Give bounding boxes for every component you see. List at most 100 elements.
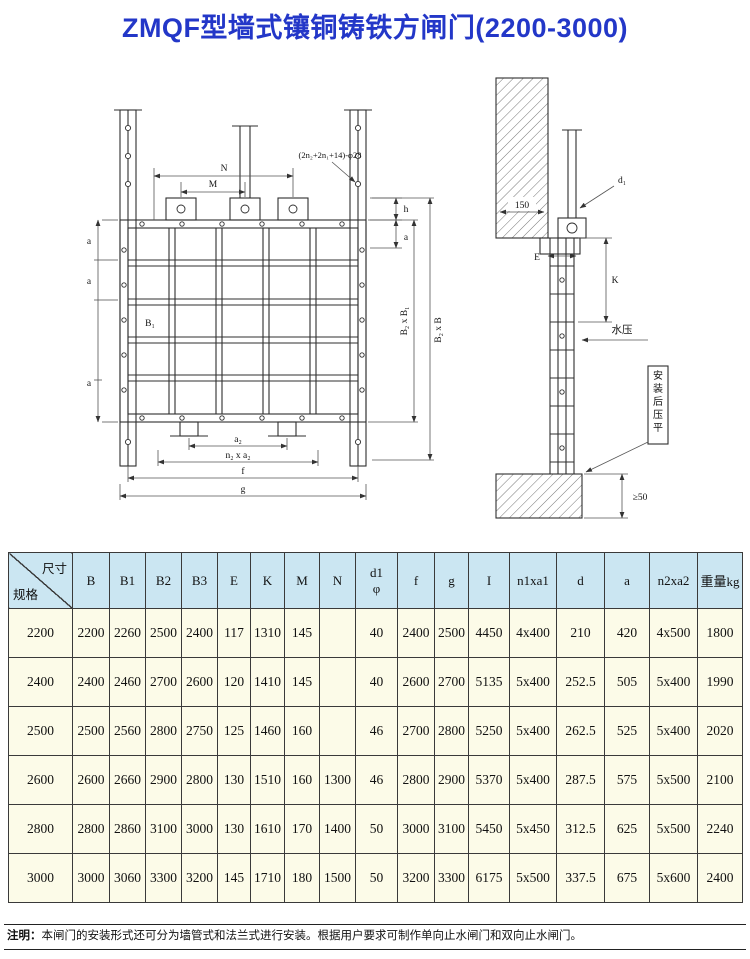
spec-cell: 2800 [72, 804, 110, 854]
spec-cell: 2860 [109, 804, 146, 854]
spec-cell: 145 [284, 608, 320, 658]
spec-cell: 145 [217, 853, 251, 903]
spec-cell: 287.5 [556, 755, 605, 805]
spec-cell: 2900 [145, 755, 182, 805]
spec-cell: 3200 [181, 853, 218, 903]
spec-cell: 5x600 [649, 853, 698, 903]
spec-cell: 40 [355, 608, 398, 658]
dim-label-n: N [221, 164, 228, 174]
spec-cell: 180 [284, 853, 320, 903]
dim-label-k: K [612, 276, 619, 286]
spec-cell: 50 [355, 804, 398, 854]
spec-cell: 40 [355, 657, 398, 707]
dim-label-a3: a [87, 379, 92, 389]
dim-label-holes: (2n₂+2n₁+14)-φ28 [299, 150, 362, 160]
spec-cell: 420 [604, 608, 650, 658]
size-spec-corner-cell: 尺寸 规格 [8, 552, 73, 609]
dim-label-e: E [534, 253, 540, 263]
spec-cell: 1460 [250, 706, 285, 756]
spec-cell: 3000 [397, 804, 435, 854]
page-title: ZMQF型墙式镶铜铸铁方闸门(2200-3000) [121, 13, 629, 43]
dim-label-min50: ≥50 [633, 493, 648, 503]
spec-cell: 5370 [468, 755, 510, 805]
spec-cell: 1410 [250, 657, 285, 707]
note-text: 本闸门的安装形式还可分为墙管式和法兰式进行安装。根据用户要求可制作单向止水闸门和… [41, 930, 583, 942]
dim-label-a2: a [87, 277, 92, 287]
column-header: I [468, 552, 510, 609]
spec-cell: 2700 [434, 657, 469, 707]
spec-cell: 46 [355, 706, 398, 756]
spec-cell: 2700 [397, 706, 435, 756]
column-header: B3 [181, 552, 218, 609]
spec-cell: 2750 [181, 706, 218, 756]
spec-cell [319, 657, 356, 707]
column-header: B2 [145, 552, 182, 609]
row-size-cell: 2200 [8, 608, 73, 658]
column-header: K [250, 552, 285, 609]
spec-cell: 2800 [145, 706, 182, 756]
spec-cell: 575 [604, 755, 650, 805]
spec-cell: 3000 [181, 804, 218, 854]
spec-cell: 5x400 [509, 706, 557, 756]
spec-cell: 117 [217, 608, 251, 658]
dim-label-a2-bottom: a₂ [234, 435, 242, 445]
dim-label-b2b: B₂ x B [434, 317, 444, 343]
spec-cell: 3100 [145, 804, 182, 854]
spec-cell: 5x400 [649, 706, 698, 756]
spec-cell: 160 [284, 706, 320, 756]
spec-cell: 145 [284, 657, 320, 707]
spec-cell: 252.5 [556, 657, 605, 707]
spec-cell: 2400 [72, 657, 110, 707]
spec-cell: 130 [217, 804, 251, 854]
spec-cell: 160 [284, 755, 320, 805]
flatten-label: 安装后压平 [653, 369, 663, 434]
dim-label-150: 150 [515, 201, 530, 211]
spec-cell: 525 [604, 706, 650, 756]
dim-label-m: M [209, 180, 218, 190]
panel-label-b1: B₁ [145, 319, 155, 329]
column-header: E [217, 552, 251, 609]
spec-cell: 5x500 [509, 853, 557, 903]
spec-cell: 1510 [250, 755, 285, 805]
row-size-cell: 2400 [8, 657, 73, 707]
spec-cell: 2560 [109, 706, 146, 756]
spec-cell: 5x500 [649, 804, 698, 854]
spec-cell: 2500 [434, 608, 469, 658]
dim-label-a-right: a [404, 233, 409, 243]
spec-cell: 130 [217, 755, 251, 805]
column-header: f [397, 552, 435, 609]
spec-cell: 3300 [145, 853, 182, 903]
row-size-cell: 2500 [8, 706, 73, 756]
spec-cell: 2400 [181, 608, 218, 658]
spec-cell: 262.5 [556, 706, 605, 756]
spec-cell: 2020 [697, 706, 743, 756]
spec-cell: 3060 [109, 853, 146, 903]
dim-label-d1: d₁ [618, 176, 626, 186]
spec-cell: 46 [355, 755, 398, 805]
column-header: a [604, 552, 650, 609]
spec-cell: 210 [556, 608, 605, 658]
spec-cell: 5x400 [649, 657, 698, 707]
spec-cell: 5x450 [509, 804, 557, 854]
dim-label-f: f [241, 466, 245, 477]
spec-cell: 1300 [319, 755, 356, 805]
dim-label-g: g [241, 485, 246, 495]
spec-cell: 5x400 [509, 755, 557, 805]
spec-cell: 2600 [397, 657, 435, 707]
spec-cell: 1710 [250, 853, 285, 903]
row-size-cell: 2800 [8, 804, 73, 854]
column-header: B1 [109, 552, 146, 609]
column-header: 重量kg [697, 552, 743, 609]
spec-cell: 5250 [468, 706, 510, 756]
spec-cell: 2240 [697, 804, 743, 854]
spec-cell: 312.5 [556, 804, 605, 854]
spec-cell: 5135 [468, 657, 510, 707]
technical-drawings: (2n₂+2n₁+14)-φ28 N M h a a a a B₁ a₂ n₂ … [0, 70, 750, 548]
spec-cell: 2600 [181, 657, 218, 707]
spec-cell: 1400 [319, 804, 356, 854]
column-header: d1 φ [355, 552, 398, 609]
